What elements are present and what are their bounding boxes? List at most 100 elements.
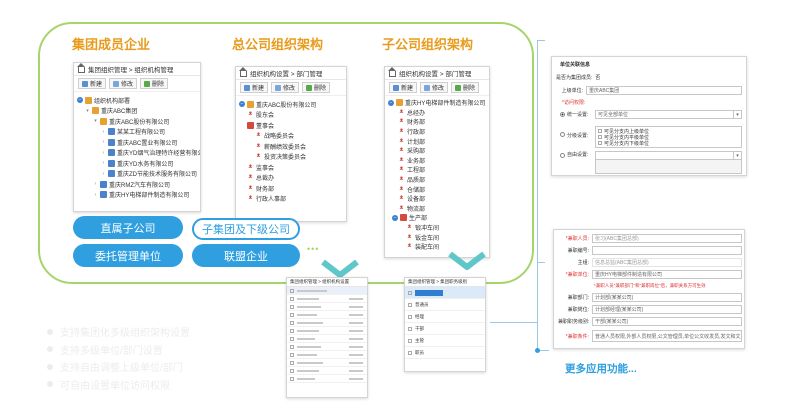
- tree-node[interactable]: ›重庆YD烟气治理特许经营有限公司: [77, 148, 200, 159]
- table-row[interactable]: [405, 287, 485, 299]
- checkbox-row[interactable]: 可见分支内下级单位: [598, 140, 739, 147]
- dept-field[interactable]: 计划部(某某公司): [592, 293, 742, 302]
- edit-button[interactable]: 修改: [109, 78, 138, 89]
- chevron-right-icon[interactable]: ›: [102, 128, 105, 135]
- edit-button[interactable]: 修改: [271, 82, 300, 93]
- chevron-down-icon[interactable]: ▾: [94, 118, 97, 125]
- new-button[interactable]: 新建: [78, 78, 107, 89]
- checkbox[interactable]: [290, 376, 294, 381]
- checkbox[interactable]: [290, 288, 294, 293]
- table-row[interactable]: 职员: [405, 347, 485, 359]
- number-field[interactable]: [592, 246, 742, 255]
- checkbox[interactable]: [290, 328, 294, 333]
- unit-field[interactable]: 重庆HY电梯部件制造有限公司: [592, 270, 742, 279]
- checkbox-row[interactable]: 可见分支内上级单位: [598, 128, 739, 135]
- tree-node[interactable]: ›重庆ABC置业有限公司: [77, 137, 200, 148]
- chevron-right-icon[interactable]: ›: [94, 191, 97, 198]
- tree-node[interactable]: −重庆ABC股份有限公司: [239, 99, 346, 110]
- table-row[interactable]: 经理: [405, 311, 485, 323]
- table-row[interactable]: [287, 343, 367, 351]
- tree-node[interactable]: ›重庆HY电梯部件制造有限公司: [77, 190, 200, 201]
- collapse-icon[interactable]: −: [239, 101, 245, 108]
- table-row[interactable]: [287, 311, 367, 319]
- tree-node[interactable]: ›重庆RMZ汽车有限公司: [77, 179, 200, 190]
- tree-node[interactable]: ›重庆ZD节能技术服务有限公司: [77, 169, 200, 180]
- tree-node[interactable]: ›重庆YD水务有限公司: [77, 158, 200, 169]
- home-icon[interactable]: [239, 67, 247, 77]
- access-select[interactable]: 可见全部单位▾: [595, 110, 742, 119]
- table-row[interactable]: 干部: [405, 323, 485, 335]
- checkbox[interactable]: [598, 141, 602, 145]
- checkbox[interactable]: [408, 290, 412, 295]
- more-features-link[interactable]: 更多应用功能...: [565, 363, 637, 375]
- collapse-icon[interactable]: −: [392, 214, 398, 221]
- checkbox[interactable]: [408, 314, 412, 319]
- table-row[interactable]: 主管: [405, 335, 485, 347]
- checkbox[interactable]: [290, 312, 294, 317]
- delete-button[interactable]: 删除: [451, 82, 480, 93]
- tree-node[interactable]: 董事会: [239, 120, 346, 131]
- level-setting-radio[interactable]: [560, 132, 565, 137]
- person-field[interactable]: 张习(ABC集团总部): [592, 234, 742, 243]
- checkbox[interactable]: [290, 336, 294, 341]
- chevron-down-icon[interactable]: ▾: [86, 107, 89, 114]
- post-field[interactable]: 计划部经理(某某公司): [592, 305, 742, 314]
- table-row[interactable]: [287, 351, 367, 359]
- checkbox[interactable]: [408, 302, 412, 307]
- tree-node[interactable]: −生产部: [388, 213, 489, 223]
- table-row[interactable]: [287, 335, 367, 343]
- free-setting-select[interactable]: ▾: [595, 151, 742, 160]
- table-row[interactable]: [287, 367, 367, 375]
- chevron-right-icon[interactable]: ›: [102, 139, 105, 146]
- chevron-right-icon[interactable]: ›: [94, 181, 97, 188]
- tree-node[interactable]: ▾重庆ABC集团: [77, 106, 200, 117]
- free-setting-radio[interactable]: [560, 153, 565, 158]
- checkbox-row[interactable]: 可见分支内平级单位: [598, 134, 739, 141]
- checkbox[interactable]: [598, 135, 602, 139]
- tree-node[interactable]: ›某某工程有限公司: [77, 127, 200, 138]
- chevron-right-icon[interactable]: ›: [102, 160, 105, 167]
- checkbox[interactable]: [290, 344, 294, 349]
- tree-node[interactable]: ▾重庆ABC股份有限公司: [77, 116, 200, 127]
- condition-field[interactable]: 普通人员权限,外部人员权限,公文管理员,单位公文收发员,发文和文质起权文): [592, 330, 742, 342]
- edit-button[interactable]: 修改: [420, 82, 449, 93]
- unified-setting-radio[interactable]: [560, 112, 565, 117]
- checkbox[interactable]: [290, 368, 294, 373]
- home-icon[interactable]: [77, 63, 85, 73]
- home-icon[interactable]: [388, 67, 396, 77]
- new-button[interactable]: 新建: [240, 82, 269, 93]
- collapse-icon[interactable]: −: [77, 97, 83, 104]
- tree-node[interactable]: −重庆HY电梯部件制造有限公司: [388, 98, 489, 108]
- checkbox[interactable]: [290, 296, 294, 301]
- checkbox[interactable]: [290, 352, 294, 357]
- table-row[interactable]: [287, 303, 367, 311]
- checkbox[interactable]: [290, 304, 294, 309]
- checkbox[interactable]: [408, 350, 412, 355]
- parent-unit-field[interactable]: 重庆ABC集团: [586, 86, 742, 95]
- delete-button[interactable]: 删除: [302, 82, 331, 93]
- table-row[interactable]: 普通员: [405, 299, 485, 311]
- checkbox[interactable]: [408, 338, 412, 343]
- checkbox[interactable]: [408, 326, 412, 331]
